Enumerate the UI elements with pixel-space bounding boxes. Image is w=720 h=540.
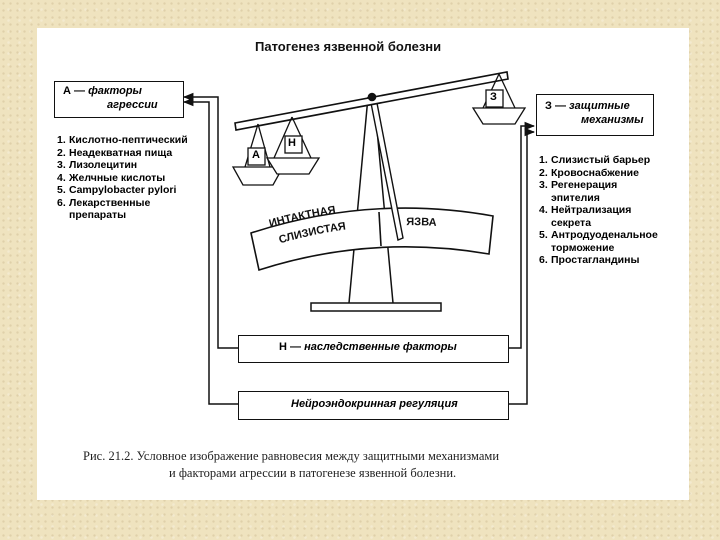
cup-label-z: З [490,91,497,103]
box-n-label: наследственные факторы [304,341,457,353]
box-n-prefix: Н — [279,341,305,353]
balance-scale-drawing: ИНТАКТНАЯ СЛИЗИСТАЯ ЯЗВА [182,71,536,405]
figure-caption: Рис. 21.2. Условное изображение равновес… [83,448,499,482]
box-aggression-factors: А — факторы агрессии [54,81,184,118]
left-arrows [182,92,238,405]
arc-ulcer-label: ЯЗВА [406,216,437,229]
list-item: 4.Нейтрализация [539,204,632,216]
list-item: эпителия [551,191,600,204]
list-item: 6.Лекарственные [57,196,151,209]
scale-beam [234,71,509,131]
caption-line1: Рис. 21.2. Условное изображение равновес… [83,449,500,463]
list-item: 4.Желчные кислоты [57,171,166,184]
list-item: торможение [551,241,615,254]
defense-mechanisms-list: 1.Слизистый барьер 2.Кровоснабжение 3.Ре… [539,154,658,267]
box-z-line2: механизмы [581,114,644,126]
list-item: 2.Кровоснабжение [539,166,639,179]
aggression-factors-list: 1.Кислотно-пептический 2.Неадекватная пи… [57,134,188,222]
box-ne-label: Нейроэндокринная регуляция [291,398,458,410]
box-a-prefix: А — [63,85,89,97]
box-hereditary-factors: Н — наследственные факторы [238,335,509,363]
mucosa-arc [250,207,494,272]
right-pan [471,73,527,125]
list-item: препараты [69,209,127,221]
list-item: секрета [551,216,592,229]
box-defense-mechanisms: З — защитные механизмы [536,94,654,136]
box-a-line1: факторы [88,85,142,97]
box-neuroendocrine-regulation: Нейроэндокринная регуляция [238,391,509,420]
list-item: 5.Антродуоденальное [539,229,658,241]
cup-label-a: А [252,149,260,161]
left-pans [231,116,321,186]
box-z-prefix: З — [545,100,570,112]
box-z-line1: защитные [569,100,630,112]
svg-text:ЯЗВА: ЯЗВА [406,216,437,229]
slide-figure: ИНТАКТНАЯ СЛИЗИСТАЯ ЯЗВА [37,28,689,500]
caption-line2: и факторами агрессии в патогенезе язвенн… [169,466,457,480]
diagram-title: Патогенез язвенной болезни [255,39,442,54]
list-item: 2.Неадекватная пища [57,146,173,159]
list-item: 3.Регенерация [539,179,618,191]
box-a-line2: агрессии [107,99,158,111]
list-item: 1.Слизистый барьер [539,154,651,166]
cup-label-n: Н [288,137,296,149]
list-item: 5.Campylobacter pylori [57,184,177,196]
list-item: 1.Кислотно-пептический [57,134,188,146]
list-item: 6.Простагландины [539,254,640,266]
right-arrows [507,121,536,405]
list-item: 3.Лизолецитин [57,159,138,171]
